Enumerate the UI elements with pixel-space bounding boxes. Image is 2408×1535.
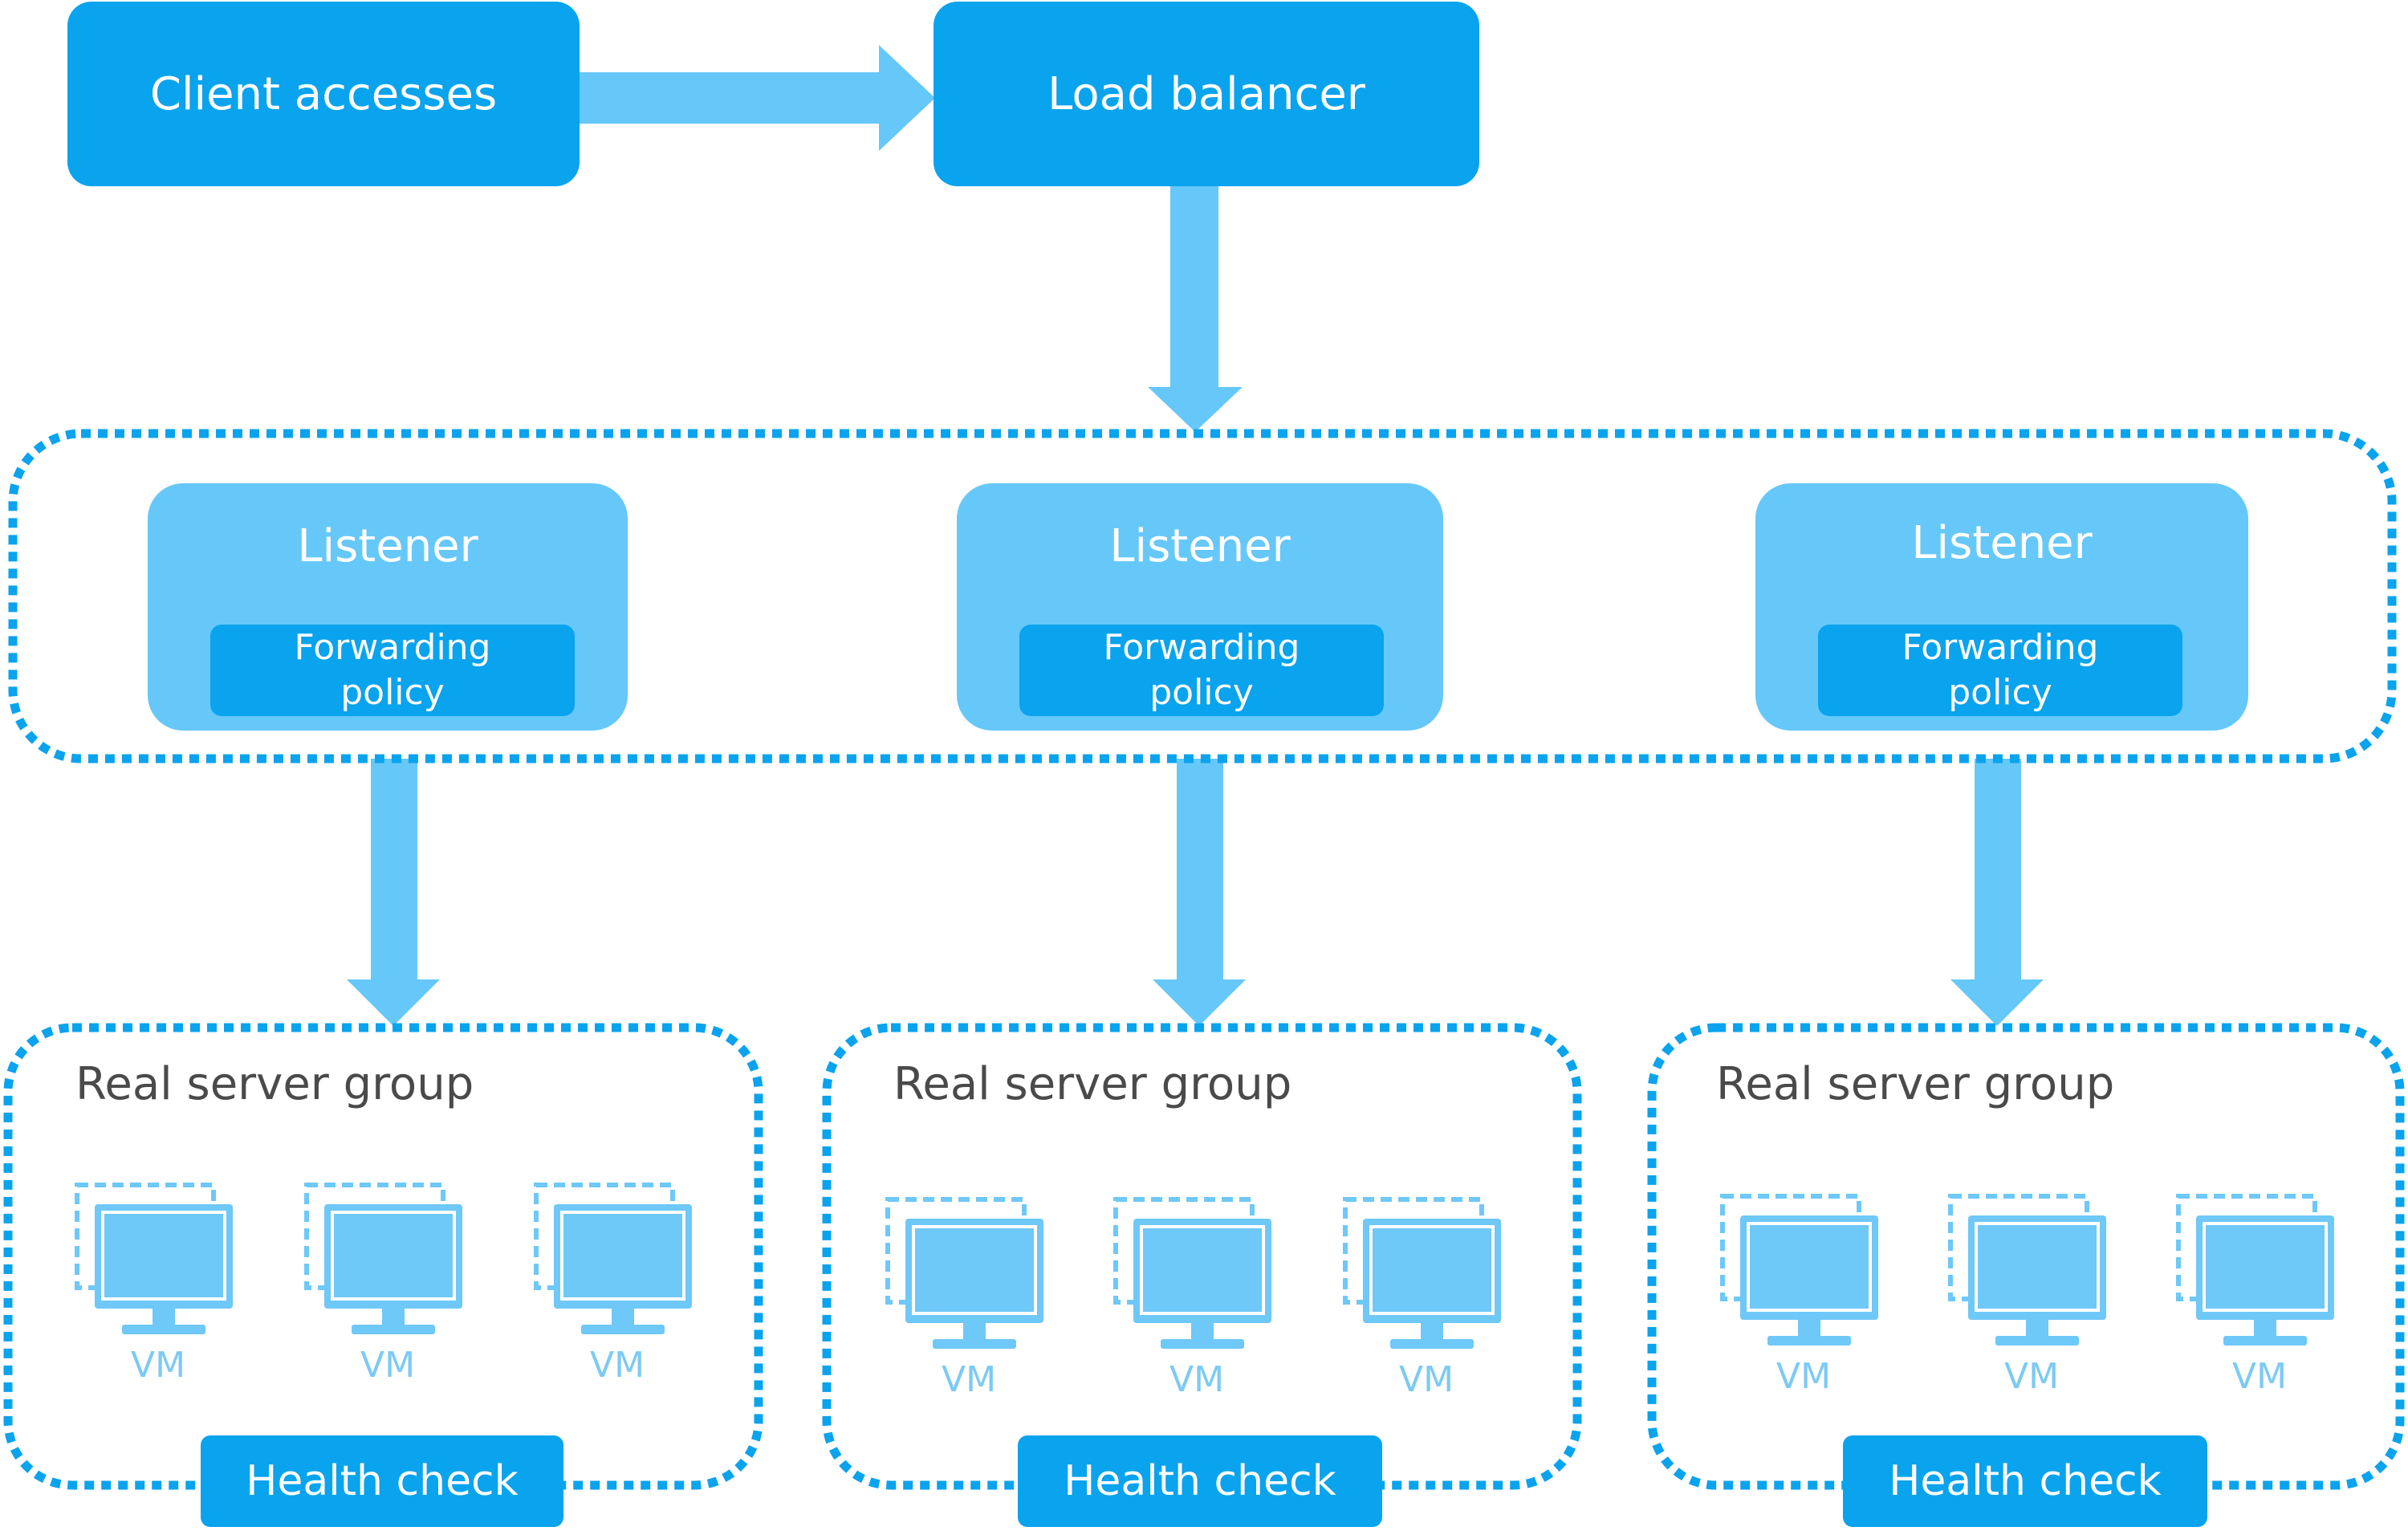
- health-check-1: Health check: [201, 1435, 563, 1527]
- arrow-client-to-lb: [578, 45, 935, 151]
- vm-label: VM: [2003, 1356, 2060, 1397]
- forwarding-policy: Forwarding policy: [1818, 625, 2182, 716]
- arrow-listener-3-to-group-3: [1950, 759, 2044, 1026]
- vm-item: VM: [2175, 1191, 2344, 1408]
- vm-label: VM: [2231, 1356, 2288, 1397]
- vm-item: VM: [1719, 1191, 1888, 1408]
- vm-item: VM: [533, 1180, 702, 1397]
- listener-container: [8, 429, 2397, 763]
- vm-item: VM: [1112, 1195, 1281, 1411]
- vm-label: VM: [360, 1345, 416, 1386]
- monitor-icon: [2176, 1194, 2334, 1346]
- vm-item: VM: [885, 1195, 1053, 1411]
- group-title-1: Real server group: [75, 1058, 474, 1110]
- listener-1: Listener Forwarding policy: [148, 483, 628, 731]
- client-accesses-box: Client accesses: [67, 2, 580, 186]
- policy-line-2: policy: [1948, 672, 2052, 713]
- client-accesses-label: Client accesses: [149, 67, 498, 120]
- load-balancer-label: Load balancer: [1047, 67, 1365, 120]
- vm-item: VM: [1947, 1191, 2116, 1408]
- monitor-icon: [885, 1197, 1043, 1349]
- monitor-icon: [75, 1183, 233, 1334]
- group-container-2: [822, 1023, 1582, 1490]
- listener-title: Listener: [1109, 520, 1291, 572]
- vm-label: VM: [589, 1345, 645, 1386]
- vm-label: VM: [1169, 1359, 1225, 1400]
- policy-line-1: Forwarding: [294, 627, 491, 668]
- load-balancer-box: Load balancer: [934, 2, 1479, 186]
- vm-item: VM: [303, 1180, 472, 1397]
- group-title-2: Real server group: [893, 1058, 1292, 1110]
- vm-label: VM: [941, 1359, 997, 1400]
- monitor-icon: [1343, 1197, 1501, 1349]
- vm-item: VM: [1342, 1195, 1511, 1411]
- policy-line-2: policy: [340, 672, 445, 713]
- vm-item: VM: [74, 1180, 242, 1397]
- monitor-icon: [1113, 1197, 1271, 1349]
- monitor-icon: [304, 1183, 462, 1334]
- group-container-3: [1647, 1023, 2405, 1490]
- arrow-listener-1-to-group-1: [347, 759, 440, 1026]
- vm-label: VM: [1775, 1356, 1832, 1397]
- arrow-lb-to-listeners: [1148, 186, 1243, 432]
- monitor-icon: [1948, 1194, 2106, 1346]
- health-check-3: Health check: [1843, 1435, 2207, 1527]
- health-check-2: Health check: [1018, 1435, 1382, 1527]
- policy-line-2: policy: [1149, 672, 1254, 713]
- listener-title: Listener: [297, 520, 478, 572]
- vm-label: VM: [130, 1345, 186, 1386]
- forwarding-policy: Forwarding policy: [210, 625, 575, 716]
- policy-line-1: Forwarding: [1902, 627, 2099, 668]
- vm-label: VM: [1398, 1359, 1454, 1400]
- monitor-icon: [534, 1183, 692, 1334]
- listener-2: Listener Forwarding policy: [957, 483, 1443, 731]
- arrow-listener-2-to-group-2: [1153, 759, 1246, 1026]
- group-container-1: [3, 1023, 763, 1490]
- forwarding-policy: Forwarding policy: [1019, 625, 1384, 716]
- policy-line-1: Forwarding: [1103, 627, 1300, 668]
- group-title-3: Real server group: [1716, 1058, 2115, 1110]
- listener-title: Listener: [1911, 517, 2093, 569]
- monitor-icon: [1720, 1194, 1878, 1346]
- listener-3: Listener Forwarding policy: [1755, 483, 2248, 731]
